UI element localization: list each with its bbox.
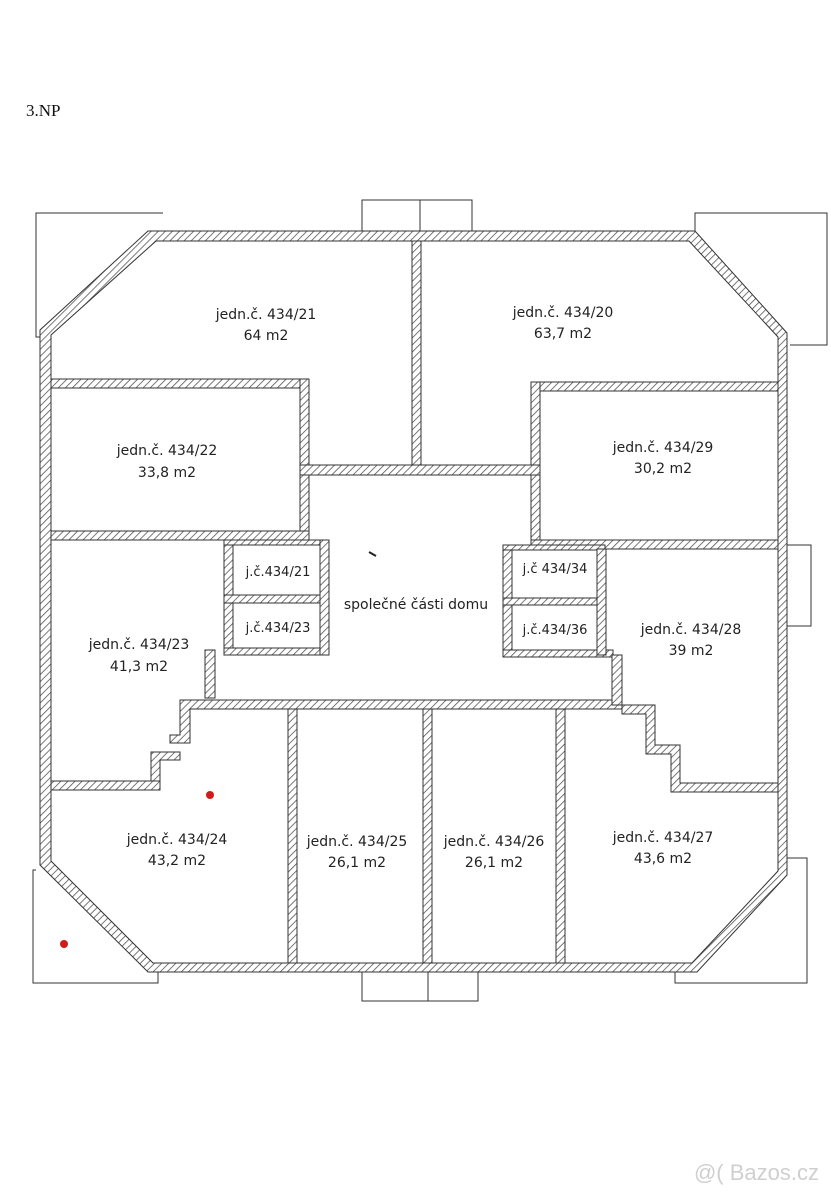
unit-434-26-area: 26,1 m2	[465, 855, 523, 871]
unit-434-25-name: jedn.č. 434/25	[306, 834, 408, 850]
unit-434-26-name: jedn.č. 434/26	[443, 834, 545, 850]
unit-434-27-name: jedn.č. 434/27	[612, 830, 714, 846]
common-area-label: společné části domu	[344, 597, 488, 613]
cellar-434-21: j.č.434/21	[245, 565, 311, 580]
unit-434-28-name: jedn.č. 434/28	[640, 622, 742, 638]
unit-434-27-area: 43,6 m2	[634, 851, 692, 867]
unit-434-20-area: 63,7 m2	[534, 326, 592, 342]
unit-434-24-area: 43,2 m2	[148, 853, 206, 869]
interior-walls	[50, 240, 779, 964]
unit-434-24-name: jedn.č. 434/24	[126, 832, 228, 848]
unit-434-23-area: 41,3 m2	[110, 659, 168, 675]
cellar-434-36: j.č.434/36	[522, 623, 588, 638]
outer-wall	[39, 230, 788, 973]
unit-434-21-name: jedn.č. 434/21	[215, 307, 317, 323]
marker-dot	[60, 940, 68, 948]
scan-mark	[368, 551, 377, 557]
floor-label: 3.NP	[26, 101, 61, 120]
cellar-434-23: j.č.434/23	[245, 621, 311, 636]
unit-434-22-area: 33,8 m2	[138, 465, 196, 481]
unit-434-20-name: jedn.č. 434/20	[512, 305, 614, 321]
unit-434-29-area: 30,2 m2	[634, 461, 692, 477]
cellar-434-34: j.č 434/34	[522, 562, 588, 577]
unit-labels: jedn.č. 434/21 64 m2 jedn.č. 434/20 63,7…	[88, 305, 742, 871]
unit-434-28-area: 39 m2	[669, 643, 714, 659]
unit-434-22-name: jedn.č. 434/22	[116, 443, 218, 459]
marker-dot	[206, 791, 214, 799]
unit-434-25-area: 26,1 m2	[328, 855, 386, 871]
watermark: @( Bazos.cz	[693, 1160, 819, 1185]
unit-434-29-name: jedn.č. 434/29	[612, 440, 714, 456]
unit-434-21-area: 64 m2	[244, 328, 289, 344]
unit-434-23-name: jedn.č. 434/23	[88, 637, 190, 653]
